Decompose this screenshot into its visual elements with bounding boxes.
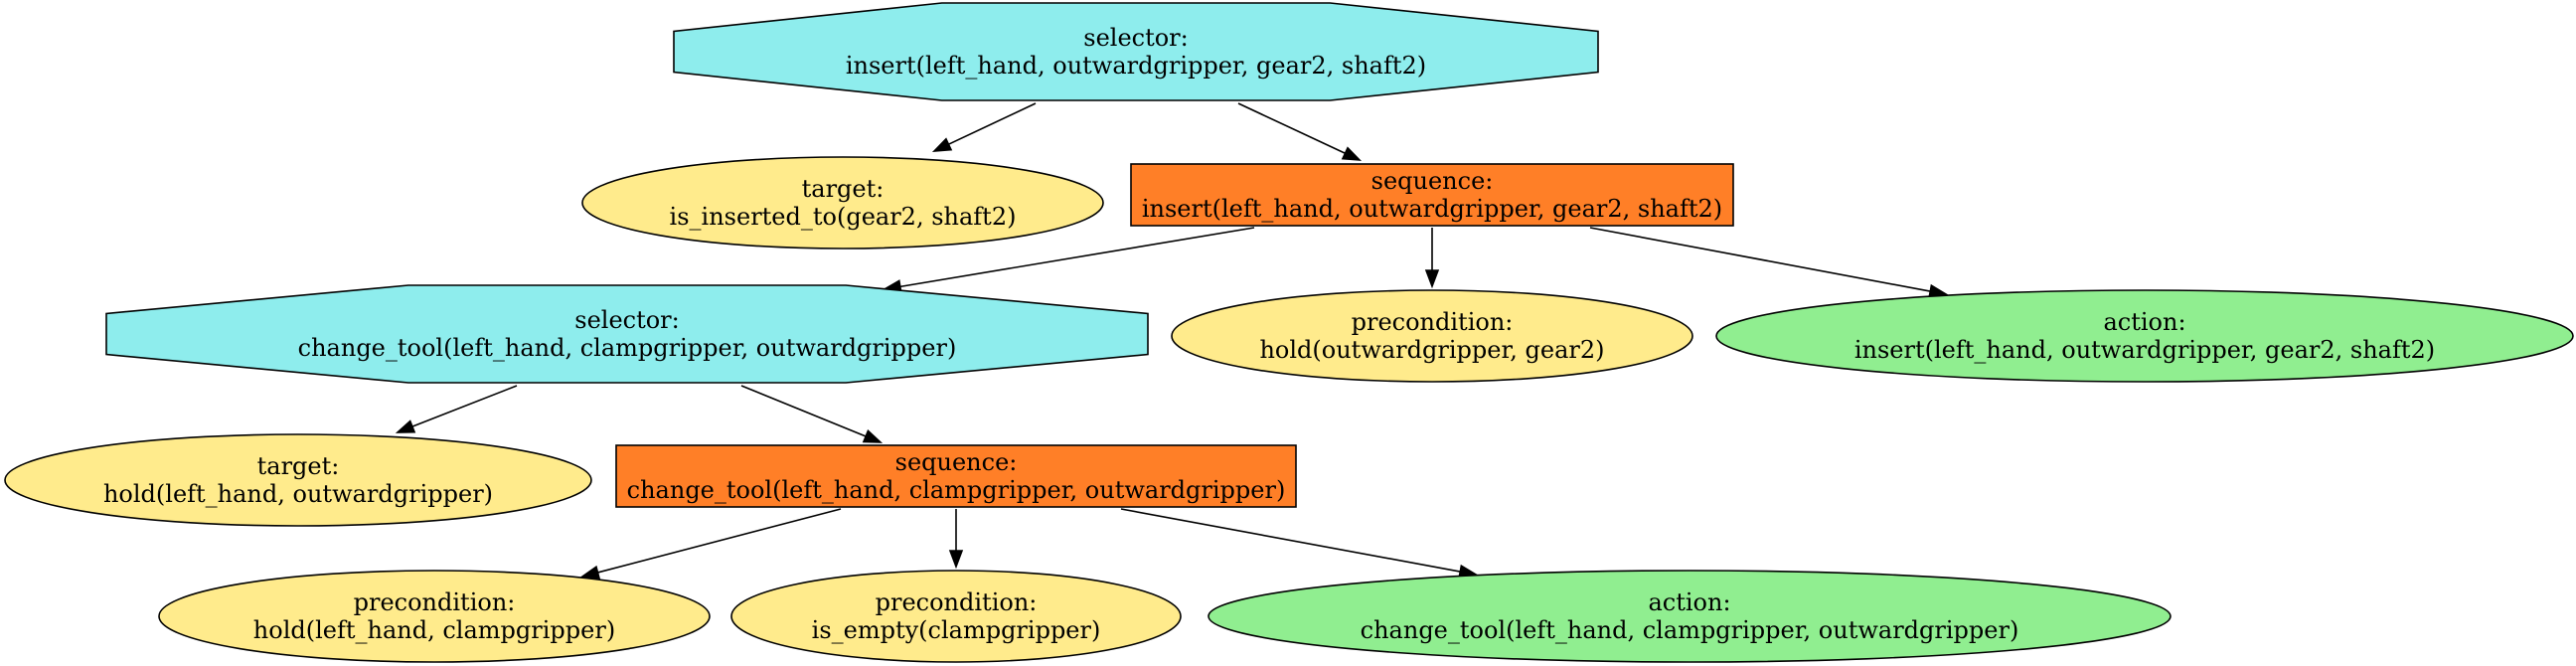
edge-line: [1237, 102, 1346, 154]
node-label-expression: change_tool(left_hand, clampgripper, out…: [298, 334, 957, 362]
condition-shape: [158, 570, 711, 663]
node-precondition_hold_gear: precondition:hold(outwardgripper, gear2): [1171, 289, 1693, 383]
arrowhead: [948, 550, 964, 570]
arrowhead: [579, 565, 601, 580]
edge-line: [411, 385, 518, 427]
node-action_change_tool: action:change_tool(left_hand, clampgripp…: [1208, 570, 2172, 663]
arrowhead: [931, 137, 953, 152]
node-label-kind: target:: [802, 175, 885, 203]
node-label-expression: hold(outwardgripper, gear2): [1259, 336, 1604, 364]
node-label-expression: change_tool(left_hand, clampgripper, out…: [1361, 616, 2019, 644]
node-target_inserted: target:is_inserted_to(gear2, shaft2): [581, 156, 1104, 250]
node-label-expression: change_tool(left_hand, clampgripper, out…: [627, 476, 1286, 504]
node-label-expression: insert(left_hand, outwardgripper, gear2,…: [1854, 336, 2435, 364]
node-label-kind: precondition:: [1352, 308, 1514, 336]
node-target_hold: target:hold(left_hand, outwardgripper): [4, 433, 592, 527]
node-precondition_hold_clamp: precondition:hold(left_hand, clampgrippe…: [158, 570, 711, 663]
condition-shape: [730, 570, 1182, 663]
edges-layer: [395, 102, 1949, 580]
condition-shape: [4, 433, 592, 527]
edge-selector_change_tool-to-sequence_change_tool: [740, 385, 884, 443]
node-label-kind: action:: [2103, 308, 2185, 336]
edge-sequence_insert-to-precondition_hold_gear: [1424, 228, 1440, 289]
node-label-kind: action:: [1648, 588, 1730, 616]
node-sequence_insert: sequence:insert(left_hand, outwardgrippe…: [1130, 163, 1734, 227]
arrowhead: [1341, 146, 1363, 161]
node-root_selector: selector:insert(left_hand, outwardgrippe…: [673, 2, 1599, 101]
node-label-expression: hold(left_hand, clampgripper): [253, 616, 615, 644]
node-label-expression: is_inserted_to(gear2, shaft2): [670, 203, 1017, 231]
node-label-kind: precondition:: [876, 588, 1038, 616]
action-shape: [1208, 570, 2172, 663]
edge-sequence_change_tool-to-precondition_hold_clamp: [579, 508, 842, 580]
selector-shape: [105, 284, 1149, 384]
edge-selector_change_tool-to-target_hold: [395, 385, 518, 433]
node-label-kind: target:: [257, 452, 340, 480]
nodes-layer: selector:insert(left_hand, outwardgrippe…: [4, 2, 2574, 663]
edge-line: [1589, 227, 1931, 292]
edge-root_selector-to-target_inserted: [931, 102, 1037, 152]
node-label-expression: hold(left_hand, outwardgripper): [103, 480, 493, 508]
sequence-shape: [615, 444, 1297, 508]
node-label-expression: is_empty(clampgripper): [812, 616, 1101, 644]
edge-line: [597, 508, 842, 574]
node-label-kind: sequence:: [1371, 167, 1494, 195]
edge-line: [740, 385, 867, 437]
node-label-kind: selector:: [1083, 24, 1189, 52]
node-label-kind: sequence:: [895, 448, 1018, 476]
node-precondition_empty: precondition:is_empty(clampgripper): [730, 570, 1182, 663]
edge-line: [1120, 508, 1461, 573]
arrowhead: [395, 419, 416, 433]
node-label-kind: precondition:: [354, 588, 516, 616]
node-action_insert: action:insert(left_hand, outwardgripper,…: [1715, 289, 2574, 383]
edge-root_selector-to-sequence_insert: [1237, 102, 1363, 161]
node-label-kind: selector:: [574, 306, 680, 334]
node-selector_change_tool: selector:change_tool(left_hand, clampgri…: [105, 284, 1149, 384]
node-label-expression: insert(left_hand, outwardgripper, gear2,…: [846, 52, 1426, 80]
edge-sequence_insert-to-action_insert: [1589, 227, 1949, 298]
arrowhead: [862, 429, 884, 443]
sequence-shape: [1130, 163, 1734, 227]
arrowhead: [1424, 269, 1440, 289]
action-shape: [1715, 289, 2574, 383]
condition-shape: [581, 156, 1104, 250]
edge-sequence_change_tool-to-action_change_tool: [1120, 508, 1479, 579]
node-label-expression: insert(left_hand, outwardgripper, gear2,…: [1142, 195, 1722, 223]
edge-line: [948, 102, 1037, 145]
selector-shape: [673, 2, 1599, 101]
edge-sequence_change_tool-to-precondition_empty: [948, 509, 964, 570]
condition-shape: [1171, 289, 1693, 383]
node-sequence_change_tool: sequence:change_tool(left_hand, clampgri…: [615, 444, 1297, 508]
edge-line: [899, 227, 1255, 288]
